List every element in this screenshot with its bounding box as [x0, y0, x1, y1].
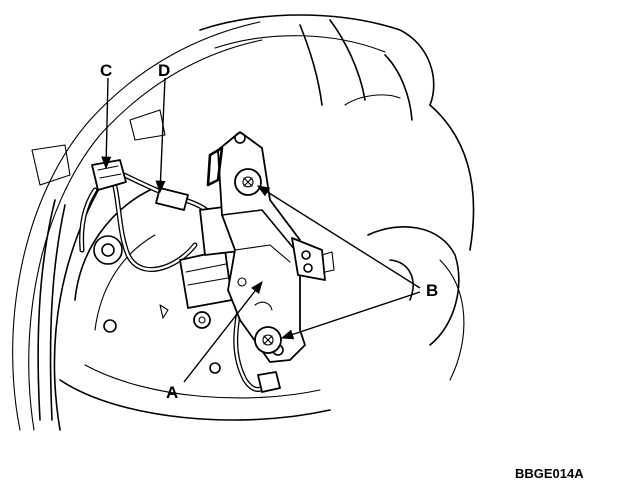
- label-b: B: [426, 281, 438, 300]
- leader-lines: [101, 77, 421, 383]
- lower-bolt: [254, 326, 282, 354]
- label-c: C: [100, 61, 112, 80]
- label-d: D: [158, 61, 170, 80]
- connector-c: [91, 159, 189, 211]
- steering-wheel-outline: [12, 14, 475, 431]
- bolts-b: [234, 168, 335, 393]
- figure-code: BBGE014A: [515, 466, 584, 481]
- upper-bolt: [234, 168, 262, 196]
- side-clips: [291, 237, 335, 281]
- label-a: A: [166, 383, 178, 402]
